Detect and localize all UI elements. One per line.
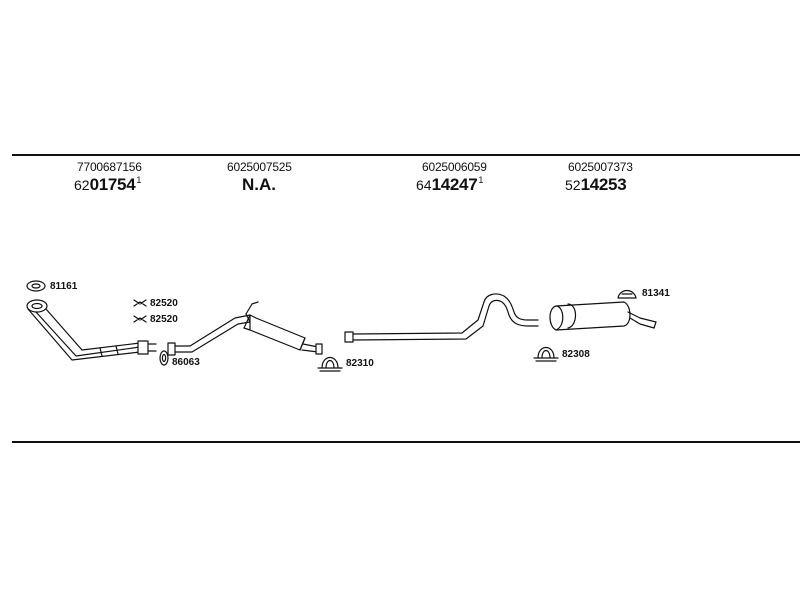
callout-82520-b: 82520 <box>150 314 178 325</box>
header-col-1: 7700687156 62017541 <box>74 160 142 195</box>
clamp-82520-icon <box>133 299 147 323</box>
part-sup: 1 <box>478 175 484 185</box>
rubber-mount-81341-icon <box>617 289 637 299</box>
top-divider <box>12 154 800 156</box>
part-number: 5214253 <box>565 175 633 195</box>
intermediate-pipe <box>344 293 539 343</box>
header-col-3: 6025006059 64142471 <box>416 160 487 195</box>
ring-86063-icon <box>159 350 169 366</box>
part-number: 64142471 <box>416 175 487 195</box>
oe-number: 6025006059 <box>422 160 487 174</box>
header-col-2: 6025007525 N.A. <box>227 160 292 195</box>
callout-81161: 81161 <box>50 281 78 292</box>
rear-silencer <box>549 301 657 331</box>
part-sup: 1 <box>136 175 142 185</box>
middle-silencer <box>167 301 323 356</box>
bottom-divider <box>12 441 800 443</box>
callout-81341: 81341 <box>642 288 670 299</box>
oe-number: 7700687156 <box>77 160 142 174</box>
oe-number: 6025007373 <box>568 160 633 174</box>
front-pipe <box>26 299 157 361</box>
part-prefix: 64 <box>416 177 432 193</box>
part-prefix: 52 <box>565 177 581 193</box>
u-clamp-82310-icon <box>317 356 343 372</box>
callout-82520-a: 82520 <box>150 298 178 309</box>
part-main: 14253 <box>580 175 627 194</box>
callout-82310: 82310 <box>346 358 374 369</box>
part-number: 62017541 <box>74 175 142 195</box>
gasket-81161-icon <box>26 280 46 292</box>
part-main: 14247 <box>431 175 478 194</box>
callout-82308: 82308 <box>562 349 590 360</box>
header-col-4: 6025007373 5214253 <box>565 160 633 195</box>
oe-number: 6025007525 <box>227 160 292 174</box>
u-clamp-82308-icon <box>533 346 559 362</box>
part-prefix: 62 <box>74 177 90 193</box>
part-number: N.A. <box>242 175 276 194</box>
callout-86063: 86063 <box>172 357 200 368</box>
part-main: 01754 <box>89 175 136 194</box>
